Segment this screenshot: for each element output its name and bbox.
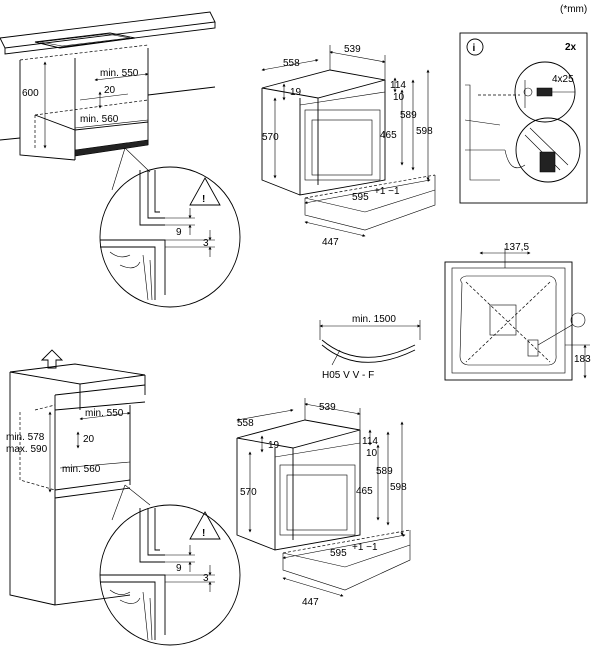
top-cabinet-gap: 20 [104, 85, 116, 96]
bottom-cabinet-height-min: min. 578 [6, 432, 45, 443]
bottom-oven-body-height: 589 [376, 466, 393, 477]
top-oven-depth-outer: 558 [283, 58, 300, 69]
bottom-oven-front-height: 598 [390, 482, 407, 493]
bottom-oven-base-depth: 447 [302, 597, 319, 608]
bottom-oven-depth-outer: 558 [237, 418, 254, 429]
top-oven-width: 595 [352, 192, 369, 203]
top-oven-width-tol: +1 −1 [374, 186, 400, 197]
bottom-oven-top-gap: 114 [362, 436, 378, 447]
bottom-oven-top-gap2: 10 [366, 448, 378, 459]
cable-length: min. 1500 [352, 314, 396, 325]
top-oven-base-depth: 447 [322, 237, 339, 248]
bottom-warning-icon: ! [202, 528, 205, 539]
bottom-oven-drawing: 558 539 19 570 114 10 465 589 598 595 +1… [236, 398, 411, 608]
bottom-detail-a: 9 [176, 563, 182, 574]
top-oven-inner-height: 465 [380, 130, 397, 141]
top-detail-a: 9 [176, 227, 182, 238]
bottom-oven-depth-inner: 539 [319, 402, 336, 413]
bottom-oven-width-tol: +1 −1 [352, 542, 378, 553]
top-oven-top-gap2: 10 [393, 92, 405, 103]
top-cabinet-drawing: 600 min. 550 20 min. 560 ! 9 [0, 11, 241, 308]
top-oven-drawing: 558 539 19 570 114 10 465 589 598 595 +1… [261, 44, 436, 248]
top-oven-body-height: 589 [400, 110, 417, 121]
top-oven-front-height: 598 [416, 126, 433, 137]
top-detail-b: 3 [203, 238, 209, 249]
bottom-cabinet-drawing: min. 578 max. 590 min. 550 20 min. 560 !… [6, 349, 241, 646]
top-oven-top-gap: 114 [390, 80, 406, 91]
top-oven-door-height: 570 [262, 132, 279, 143]
bottom-oven-door-height: 570 [240, 487, 257, 498]
info-box: i 2x 4x25 [459, 32, 588, 204]
unit-note: (*mm) [560, 4, 587, 15]
top-warning-icon: ! [202, 194, 205, 205]
bottom-detail-b: 3 [203, 573, 209, 584]
top-oven-depth-inner: 539 [344, 44, 361, 55]
top-cabinet-depth: min. 560 [80, 114, 119, 125]
bottom-oven-width: 595 [330, 548, 347, 559]
top-cabinet-width: min. 550 [100, 68, 139, 79]
bottom-cabinet-width: min. 550 [85, 408, 124, 419]
info-icon: i [473, 43, 476, 54]
back-view-width: 137,5 [504, 242, 529, 253]
bottom-cabinet-depth: min. 560 [62, 464, 101, 475]
cable-type: H05 V V - F [322, 370, 374, 381]
info-count: 2x [565, 42, 577, 53]
back-view-height: 183 [574, 354, 591, 365]
top-cabinet-height: 600 [22, 88, 39, 99]
back-view-drawing: 137,5 183 [444, 242, 591, 381]
bottom-oven-inner-height: 465 [356, 486, 373, 497]
bottom-oven-frame-top: 19 [268, 440, 280, 451]
info-screw: 4x25 [552, 74, 574, 85]
bottom-cabinet-gap: 20 [83, 434, 95, 445]
cable-drawing: min. 1500 H05 V V - F [319, 314, 421, 381]
top-oven-frame-top: 19 [290, 87, 302, 98]
bottom-cabinet-height-max: max. 590 [6, 444, 48, 455]
